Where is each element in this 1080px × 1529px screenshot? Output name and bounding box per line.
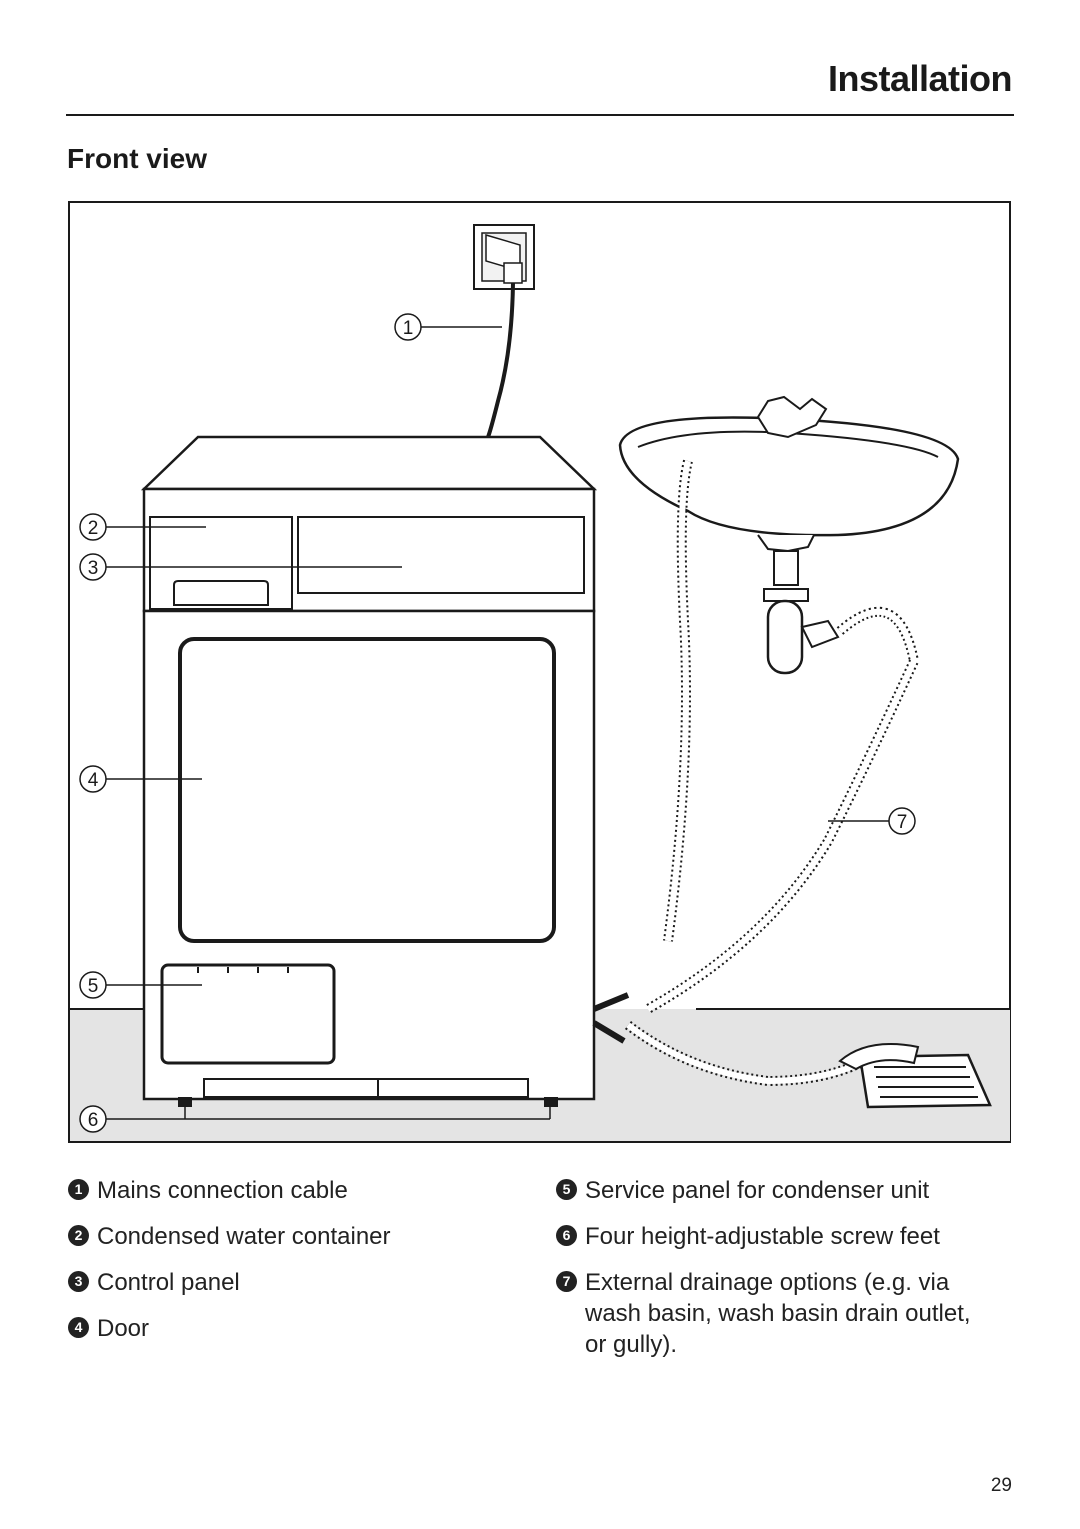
legend-text: Condensed water container — [97, 1223, 391, 1250]
wash-basin — [618, 395, 960, 675]
section-title: Front view — [67, 143, 208, 174]
header-divider — [66, 114, 1014, 116]
drain-hoses — [592, 459, 920, 1087]
legend-number: 4 — [68, 1317, 89, 1338]
legend-number: 3 — [68, 1271, 89, 1292]
legend-item: 5 Service panel for condenser unit — [556, 1175, 1016, 1206]
legend-number: 6 — [556, 1225, 577, 1246]
dryer — [140, 435, 598, 1107]
page-header-title: Installation — [827, 58, 1013, 99]
legend-text: External drainage options (e.g. via wash… — [585, 1269, 971, 1358]
legend-item: 1 Mains connection cable — [68, 1175, 508, 1206]
callout-label: 7 — [897, 812, 908, 833]
legend-text: Four height-adjustable screw feet — [585, 1223, 940, 1250]
callout-label: 4 — [88, 770, 99, 791]
legend-number: 5 — [556, 1179, 577, 1200]
legend-number: 7 — [556, 1271, 577, 1292]
callout-label: 3 — [88, 558, 99, 579]
legend-number: 2 — [68, 1225, 89, 1246]
callout-5: 5 — [79, 971, 202, 999]
legend-item: 7 External drainage options (e.g. via wa… — [556, 1267, 996, 1360]
callout-label: 5 — [88, 976, 99, 997]
legend-item: 3 Control panel — [68, 1267, 508, 1298]
callout-1: 1 — [394, 313, 502, 341]
callout-3: 3 — [79, 553, 402, 581]
callout-6: 6 — [79, 1105, 551, 1133]
floor-gully — [838, 1043, 992, 1109]
legend-text: Mains connection cable — [97, 1177, 348, 1204]
callout-label: 2 — [88, 518, 99, 539]
legend-text: Service panel for condenser unit — [585, 1177, 930, 1204]
wall-socket — [473, 224, 535, 290]
callout-label: 6 — [88, 1110, 99, 1131]
legend-item: 2 Condensed water container — [68, 1221, 508, 1252]
page-number: 29 — [990, 1475, 1012, 1496]
callout-2: 2 — [79, 513, 206, 541]
front-view-illustration: 1 2 3 4 5 6 — [68, 201, 1011, 1143]
legend-number: 1 — [68, 1179, 89, 1200]
legend-text: Door — [97, 1315, 150, 1342]
legend-item: 6 Four height-adjustable screw feet — [556, 1221, 1016, 1252]
legend-item: 4 Door — [68, 1313, 508, 1344]
callout-label: 1 — [403, 318, 414, 339]
callout-7: 7 — [828, 807, 916, 835]
legend-text: Control panel — [97, 1269, 240, 1296]
callout-4: 4 — [79, 765, 202, 793]
